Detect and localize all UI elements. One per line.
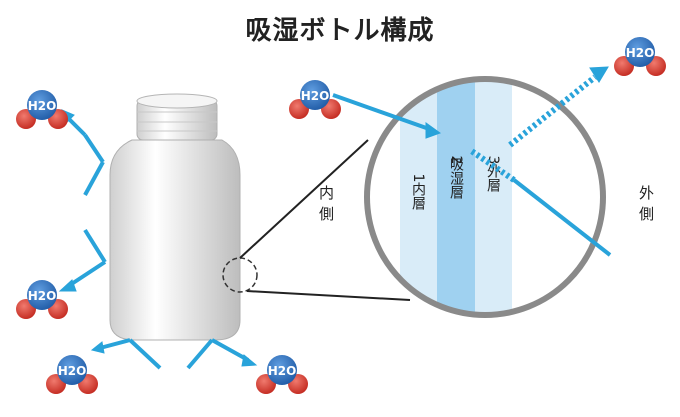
diagram-title: 吸湿ボトル構成 (245, 16, 435, 46)
molecule-label: H2O (268, 364, 297, 378)
magnifier-circle (364, 76, 606, 318)
layer-band-outer (475, 79, 512, 315)
molecule-label: H2O (301, 89, 330, 103)
bottle-icon (109, 93, 241, 341)
water-molecule-icon: H2O (289, 80, 341, 119)
zoom-connector (222, 139, 411, 301)
water-molecule-icon: H2O (614, 37, 666, 76)
layer-2-label: 2 (448, 156, 464, 165)
layer-1-name: 内層 (410, 182, 426, 211)
arrows (58, 66, 612, 370)
layer-1-label: 1 (410, 174, 426, 183)
molecule-label: H2O (28, 289, 57, 303)
molecule-label: H2O (28, 99, 57, 113)
water-molecule-icon: H2O (16, 90, 68, 129)
outer-side-label: 外側 (637, 185, 655, 227)
layer-band-inner (400, 79, 437, 315)
layer-band-absorbent (437, 79, 475, 315)
water-molecule-icon: H2O (46, 355, 98, 394)
water-molecule-icon: H2O (256, 355, 308, 394)
layer-3-label: 3 (485, 156, 501, 165)
inner-side-label: 内側 (317, 185, 335, 227)
molecule-label: H2O (58, 364, 87, 378)
water-molecule-icon: H2O (16, 280, 68, 319)
layer-2-name: 吸湿層 (448, 157, 464, 200)
molecule-label: H2O (626, 46, 655, 60)
